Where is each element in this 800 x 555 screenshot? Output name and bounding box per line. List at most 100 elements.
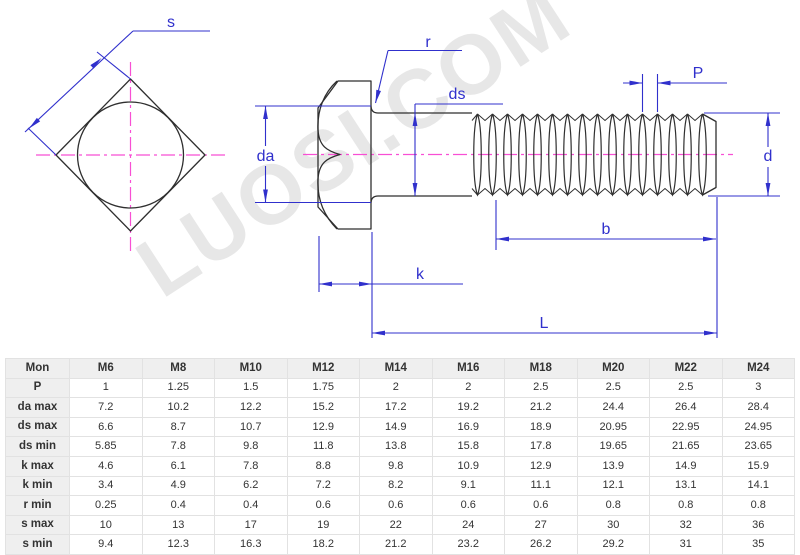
- thread-crest: [567, 113, 583, 196]
- dim-label-k: k: [416, 266, 425, 283]
- table-cell: 21.2: [359, 534, 433, 555]
- table-cell: 13.1: [649, 475, 723, 497]
- table-cell: 12.1: [576, 475, 650, 497]
- arrowhead: [263, 106, 268, 119]
- row-label: ds max: [5, 416, 70, 438]
- s-extension-line-2: [96, 51, 131, 80]
- column-header-M18: M18: [504, 358, 578, 379]
- thread-end-chamfer: [702, 113, 717, 196]
- table-cell: 17: [214, 514, 288, 536]
- table-cell: 0.8: [649, 495, 723, 516]
- arrowhead: [263, 189, 268, 203]
- table-cell: 14.1: [721, 475, 795, 497]
- table-cell: 12.9: [504, 455, 578, 477]
- table-cell: 13.8: [359, 436, 433, 457]
- column-header-M8: M8: [141, 358, 215, 379]
- table-cell: 4.9: [141, 475, 215, 497]
- table-cell: 14.9: [649, 455, 723, 477]
- table-cell: 15.2: [286, 397, 360, 418]
- thread-crest: [642, 113, 658, 196]
- bolt-side-view: [317, 80, 717, 230]
- arrowhead: [703, 236, 716, 242]
- dimension-arrowheads: [29, 58, 771, 336]
- table-cell: 21.2: [504, 397, 578, 418]
- thread-crest: [507, 113, 523, 196]
- thread-crest: [537, 113, 553, 196]
- square-head-outline: [55, 78, 206, 232]
- arrowhead: [90, 58, 102, 69]
- table-cell: 1.5: [214, 377, 288, 399]
- dim-label-b: b: [602, 221, 611, 238]
- table-cell: 11.1: [504, 475, 578, 497]
- table-cell: 15.9: [721, 455, 795, 477]
- table-cell: 27: [504, 514, 578, 536]
- table-cell: 24.4: [576, 397, 650, 418]
- table-cell: 7.8: [214, 455, 288, 477]
- bolt-technical-drawing: s da r ds P b: [24, 14, 780, 338]
- column-header-M24: M24: [721, 358, 795, 379]
- table-cell: 20.95: [576, 416, 650, 438]
- table-cell: 10.9: [431, 455, 505, 477]
- table-cell: 11.8: [286, 436, 360, 457]
- table-cell: 5.85: [69, 436, 143, 457]
- table-cell: 8.8: [286, 455, 360, 477]
- row-label: P: [5, 377, 70, 399]
- table-cell: 0.25: [69, 495, 143, 516]
- table-cell: 7.2: [286, 475, 360, 497]
- table-cell: 29.2: [576, 534, 650, 555]
- table-cell: 28.4: [721, 397, 795, 418]
- table-cell: 10.7: [214, 416, 288, 438]
- thread-profile: [471, 113, 707, 197]
- table-cell: 21.65: [649, 436, 723, 457]
- table-cell: 2: [359, 377, 433, 399]
- thread-crest: [657, 113, 673, 196]
- arrowhead: [765, 113, 771, 126]
- bolt-head-chamfer-arcs: [317, 80, 341, 230]
- row-label: s min: [5, 534, 70, 555]
- bolt-head-outline: [317, 80, 372, 230]
- table-cell: 35: [721, 534, 795, 555]
- table-cell: 36: [721, 514, 795, 536]
- table-cell: 3: [721, 377, 795, 399]
- table-cell: 31: [649, 534, 723, 555]
- column-header-M20: M20: [576, 358, 650, 379]
- table-cell: 0.4: [214, 495, 288, 516]
- dim-label-r: r: [425, 34, 431, 51]
- centerlines: [36, 62, 733, 251]
- table-cell: 0.8: [721, 495, 795, 516]
- s-extension-line-1: [27, 127, 57, 156]
- table-cell: 12.3: [141, 534, 215, 555]
- column-header-M12: M12: [286, 358, 360, 379]
- thread-crest: [597, 113, 613, 196]
- arrowhead: [629, 80, 643, 86]
- row-label: k max: [5, 455, 70, 477]
- table-cell: 13: [141, 514, 215, 536]
- arrowhead: [412, 183, 418, 196]
- table-cell: 9.1: [431, 475, 505, 497]
- table-cell: 0.8: [576, 495, 650, 516]
- thread-crest: [552, 113, 568, 196]
- thread-crest: [627, 113, 643, 196]
- thread-crest: [477, 113, 493, 196]
- table-cell: 6.1: [141, 455, 215, 477]
- dim-label-d: d: [764, 148, 773, 165]
- arrowhead: [765, 183, 771, 196]
- thread-crest: [492, 113, 508, 196]
- table-cell: 0.6: [504, 495, 578, 516]
- thread-crest: [687, 113, 703, 196]
- table-cell: 9.4: [69, 534, 143, 555]
- column-header-M6: M6: [69, 358, 143, 379]
- table-cell: 22.95: [649, 416, 723, 438]
- row-label: da max: [5, 397, 70, 418]
- table-cell: 0.4: [141, 495, 215, 516]
- column-header-label: Mon: [5, 358, 70, 379]
- table-cell: 1: [69, 377, 143, 399]
- table-cell: 2: [431, 377, 505, 399]
- table-cell: 19.65: [576, 436, 650, 457]
